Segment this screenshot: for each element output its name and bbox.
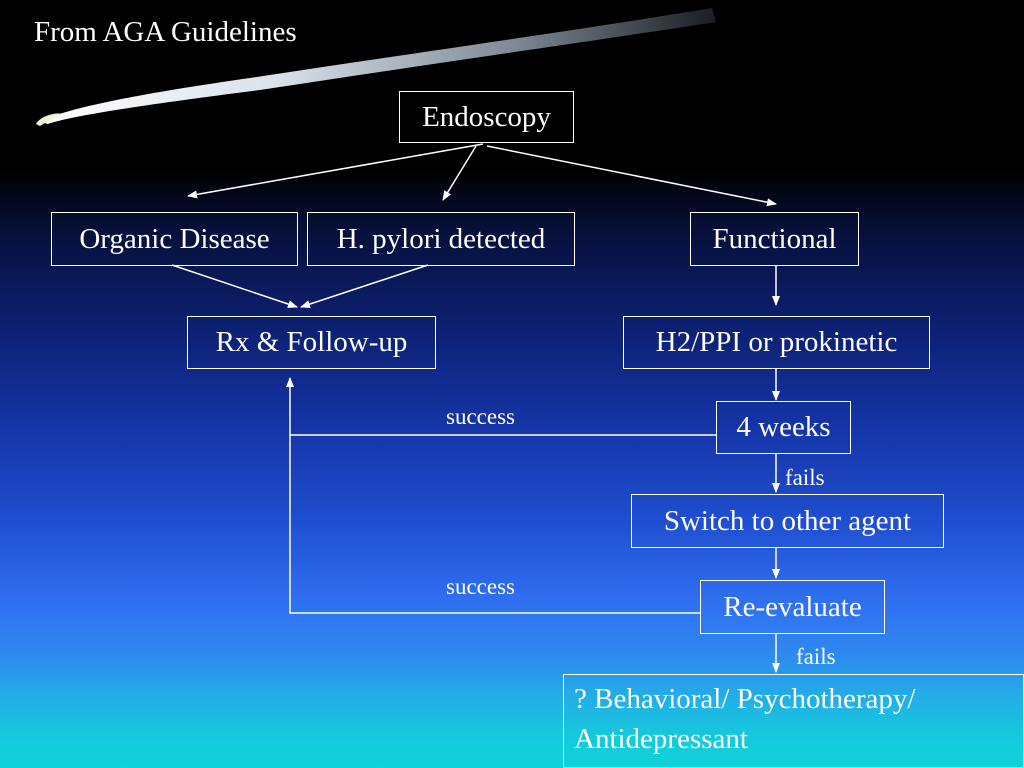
- fails-label-1: fails: [785, 465, 825, 490]
- reevaluate-box: Re-evaluate: [700, 580, 885, 634]
- rx-followup-box: Rx & Follow-up: [187, 316, 436, 369]
- h2-ppi-box: H2/PPI or prokinetic: [623, 316, 930, 369]
- fails-label-2: fails: [796, 644, 836, 669]
- behavioral-box: ? Behavioral/ Psychotherapy/ Antidepress…: [563, 674, 1024, 768]
- arrow-endoscopy-organic: [187, 143, 484, 199]
- organic-disease-box: Organic Disease: [51, 212, 298, 266]
- functional-box: Functional: [690, 212, 859, 266]
- success-label-2: success: [446, 574, 515, 599]
- success-label-1: success: [446, 404, 515, 429]
- endoscopy-box: Endoscopy: [399, 91, 574, 143]
- switch-agent-box: Switch to other agent: [631, 494, 944, 548]
- arrow-endoscopy-functional: [486, 145, 777, 207]
- arrow-endoscopy-hpylori: [442, 145, 477, 201]
- arrow-organic-rx: [171, 264, 298, 308]
- decorative-streak: [36, 8, 716, 126]
- arrow-reevaluate-success-loop: [286, 377, 700, 614]
- four-weeks-box: 4 weeks: [716, 401, 851, 454]
- h-pylori-box: H. pylori detected: [307, 212, 575, 266]
- arrow-hpylori-rx: [300, 264, 429, 308]
- slide-title: From AGA Guidelines: [34, 16, 297, 48]
